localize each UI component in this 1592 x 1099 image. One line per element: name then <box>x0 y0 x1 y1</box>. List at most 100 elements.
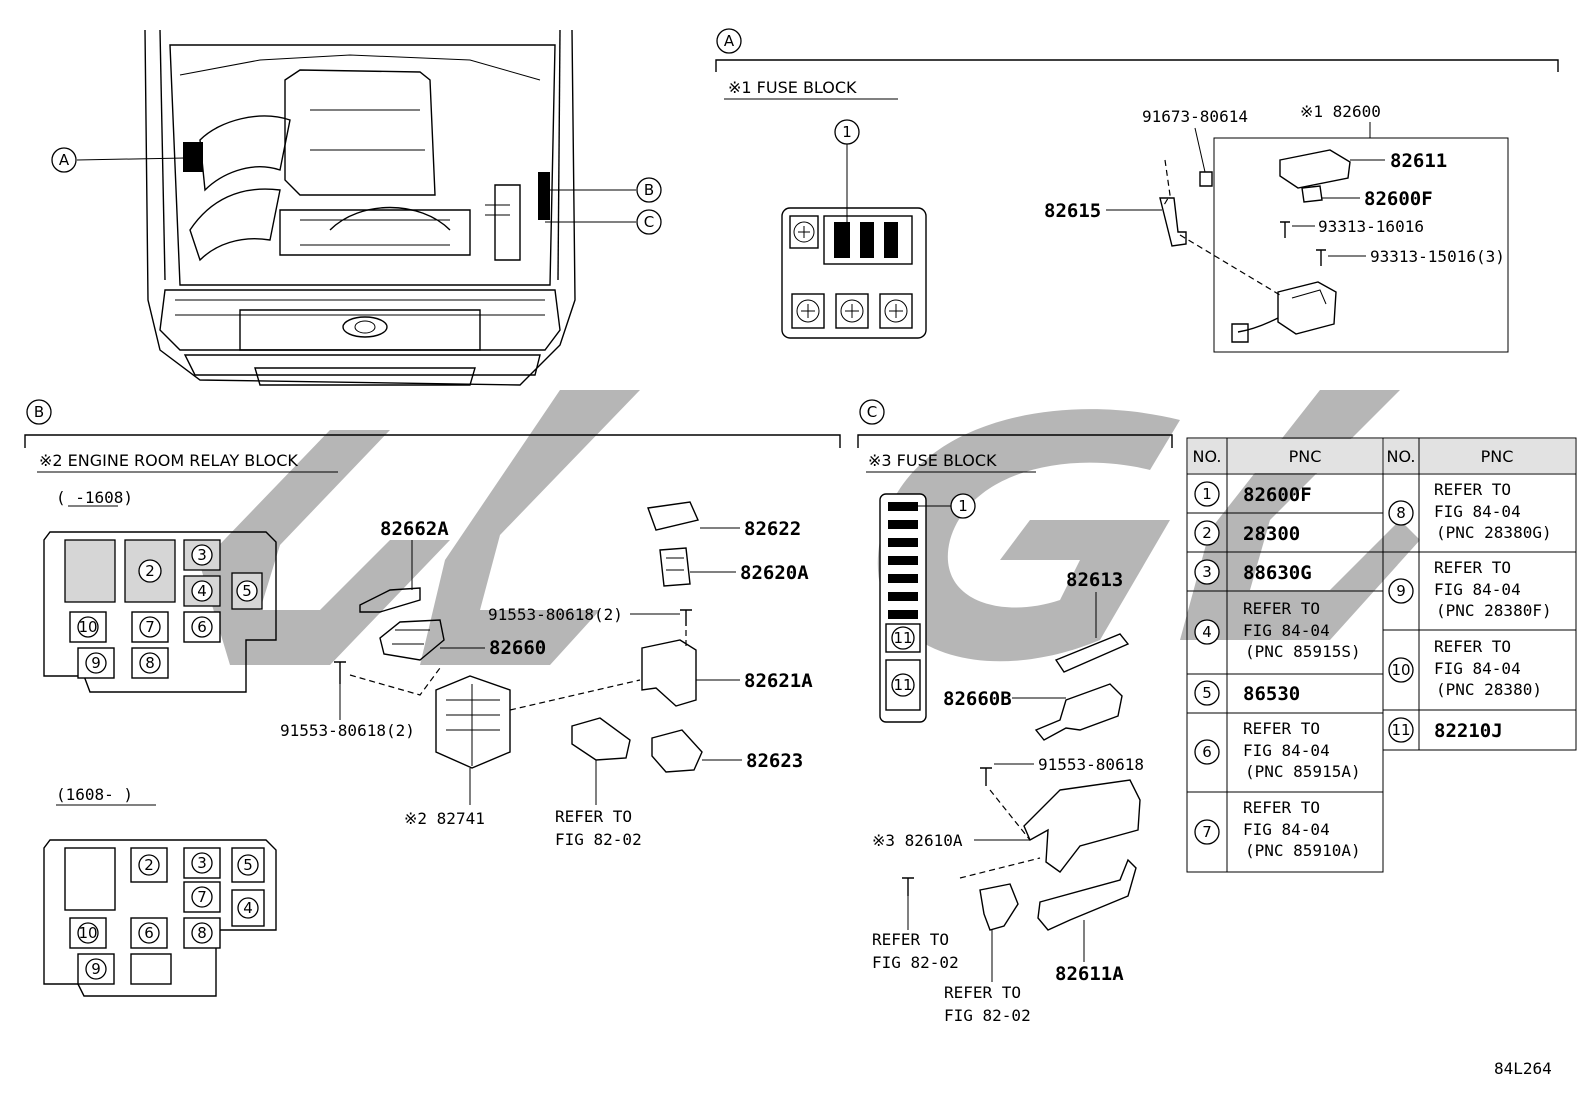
svg-text:3: 3 <box>197 546 207 564</box>
table-pnc-1: 82600F <box>1243 484 1312 506</box>
table-pnc-9-l1: REFER TO <box>1434 558 1511 577</box>
table-pnc-8-l1: REFER TO <box>1434 480 1511 499</box>
svg-text:4: 4 <box>197 582 207 600</box>
part-82620A: 82620A <box>740 562 809 584</box>
table-pnc-10-l1: REFER TO <box>1434 637 1511 656</box>
relay-2-empty <box>64 847 116 911</box>
table-pnc-3: 88630G <box>1243 562 1312 584</box>
part-82613: 82613 <box>1066 569 1123 591</box>
svg-text:7: 7 <box>1202 823 1212 841</box>
svg-text:NO.: NO. <box>1387 447 1416 466</box>
part-91553-80618-c: 91553-80618 <box>1038 755 1144 774</box>
svg-text:10: 10 <box>1391 661 1410 679</box>
table-pnc-8-l2: FIG 84-04 <box>1434 502 1521 521</box>
part-82600F: 82600F <box>1364 188 1433 210</box>
engine-bay-illustration <box>144 29 576 386</box>
svg-text:1: 1 <box>842 123 852 141</box>
table-pnc-6-l2: FIG 84-04 <box>1243 741 1330 760</box>
part-82611A: 82611A <box>1055 963 1124 985</box>
pnc-table: NO. PNC 1 82600F 2 28300 3 88630G 4 REFE… <box>1186 437 1577 873</box>
svg-text:C: C <box>867 403 877 421</box>
svg-text:8: 8 <box>145 654 155 672</box>
svg-text:PNC: PNC <box>1289 447 1322 466</box>
part-82610A: ※3 82610A <box>872 831 963 850</box>
svg-text:A: A <box>59 151 70 169</box>
svg-text:11: 11 <box>893 629 912 647</box>
table-pnc-9-l3: (PNC 28380F) <box>1436 601 1552 620</box>
refer-82-02-b-line2: FIG 82-02 <box>555 830 642 849</box>
svg-text:10: 10 <box>78 924 97 942</box>
svg-text:1: 1 <box>1202 485 1212 503</box>
part-91673-80614: 91673-80614 <box>1142 107 1248 126</box>
svg-text:3: 3 <box>197 854 207 872</box>
fuse-marker-1 <box>834 119 860 145</box>
part-82611: 82611 <box>1390 150 1447 172</box>
table-pnc-7-l1: REFER TO <box>1243 798 1320 817</box>
refer-82-02-b-line1: REFER TO <box>555 807 632 826</box>
part-93313-16016: 93313-16016 <box>1318 217 1424 236</box>
figure-id: 84L264 <box>1494 1059 1552 1078</box>
svg-text:9: 9 <box>1396 582 1406 600</box>
svg-text:11: 11 <box>1391 721 1410 739</box>
svg-text:B: B <box>644 181 654 199</box>
svg-text:4: 4 <box>1202 623 1212 641</box>
table-pnc-2: 28300 <box>1243 523 1300 545</box>
table-pnc-6-l3: (PNC 85915A) <box>1245 762 1361 781</box>
svg-text:6: 6 <box>144 924 154 942</box>
table-pnc-7-l2: FIG 84-04 <box>1243 820 1330 839</box>
relay-1-empty <box>64 539 116 603</box>
section-a: A ※1 FUSE BLOCK 1 ※1 82600 82611 82600F <box>715 28 1559 353</box>
callout-c-engine: C <box>545 209 662 235</box>
table-pnc-9-l2: FIG 84-04 <box>1434 580 1521 599</box>
table-pnc-4-l3: (PNC 85915S) <box>1245 642 1361 661</box>
table-pnc-10-l3: (PNC 28380) <box>1436 680 1542 699</box>
svg-text:10: 10 <box>78 618 97 636</box>
svg-text:C: C <box>644 213 654 231</box>
part-82621A: 82621A <box>744 670 813 692</box>
svg-text:A: A <box>724 32 735 50</box>
svg-text:5: 5 <box>1202 684 1212 702</box>
svg-text:PNC: PNC <box>1481 447 1514 466</box>
section-c: C ※3 FUSE BLOCK 11 11 1 82613 82660B 915… <box>857 399 1173 1025</box>
svg-text:3: 3 <box>1202 563 1212 581</box>
svg-text:2: 2 <box>145 562 155 580</box>
section-b-title: ※2 ENGINE ROOM RELAY BLOCK <box>39 451 298 470</box>
svg-text:7: 7 <box>197 888 207 906</box>
refer-82-02-c1-line1: REFER TO <box>872 930 949 949</box>
refer-82-02-c2-line1: REFER TO <box>944 983 1021 1002</box>
svg-text:B: B <box>34 403 44 421</box>
svg-text:9: 9 <box>91 960 101 978</box>
part-82660: 82660 <box>489 637 546 659</box>
section-a-marker <box>716 28 742 54</box>
table-pnc-10-l2: FIG 84-04 <box>1434 659 1521 678</box>
svg-text:2: 2 <box>1202 524 1212 542</box>
svg-text:7: 7 <box>145 618 155 636</box>
svg-text:2: 2 <box>144 856 154 874</box>
table-pnc-4-l1: REFER TO <box>1243 599 1320 618</box>
table-pnc-8-l3: (PNC 28380G) <box>1436 523 1552 542</box>
section-b: B ※2 ENGINE ROOM RELAY BLOCK ( -1608) 2 … <box>24 399 841 997</box>
svg-text:5: 5 <box>242 582 252 600</box>
part-82741: ※2 82741 <box>404 809 485 828</box>
callout-a-engine: A <box>51 147 186 173</box>
table-pnc-5: 86530 <box>1243 683 1300 705</box>
svg-text:6: 6 <box>197 618 207 636</box>
svg-text:8: 8 <box>197 924 207 942</box>
part-82660B: 82660B <box>943 688 1012 710</box>
part-82600: ※1 82600 <box>1300 102 1381 121</box>
svg-text:6: 6 <box>1202 743 1212 761</box>
part-91553-80618-b1: 91553-80618(2) <box>280 721 415 740</box>
table-pnc-11: 82210J <box>1434 720 1503 742</box>
section-a-title: ※1 FUSE BLOCK <box>728 78 857 97</box>
refer-82-02-c1-line2: FIG 82-02 <box>872 953 959 972</box>
part-82623: 82623 <box>746 750 803 772</box>
part-91553-80618-b2: 91553-80618(2) <box>488 605 623 624</box>
svg-text:NO.: NO. <box>1193 447 1222 466</box>
svg-text:11: 11 <box>893 676 912 694</box>
callout-b-engine: B <box>550 177 662 203</box>
svg-text:5: 5 <box>243 856 253 874</box>
range-label-1: ( -1608) <box>56 488 133 507</box>
part-82662A: 82662A <box>380 518 449 540</box>
table-pnc-4-l2: FIG 84-04 <box>1243 621 1330 640</box>
